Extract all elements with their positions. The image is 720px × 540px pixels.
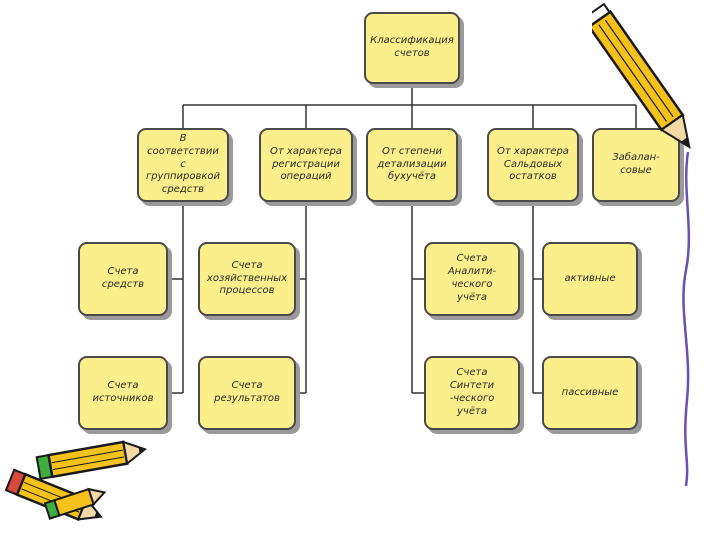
item-funds-accounts: Счета средств xyxy=(78,242,168,316)
item-analytic-accounts: Счета Аналити- ческого учёта xyxy=(424,242,520,316)
category-off-balance: Забалан- совые xyxy=(592,128,680,202)
item-label: пассивные xyxy=(561,386,619,398)
item-active: активные xyxy=(542,242,638,316)
category-label: От характера регистрации операций xyxy=(270,145,342,183)
category-label: От степени детализации бухучёта xyxy=(377,145,447,183)
item-label: Счета хозяйственных процессов xyxy=(206,259,288,297)
item-label: Счета результатов xyxy=(214,380,280,404)
item-label: активные xyxy=(564,272,616,284)
item-process-accounts: Счета хозяйственных процессов xyxy=(198,242,296,316)
item-results-accounts: Счета результатов xyxy=(198,356,296,430)
category-label: Забалан- совые xyxy=(612,152,660,176)
category-grouping: В соответствии с группировкой средств xyxy=(137,128,229,202)
item-synthetic-accounts: Счета Синтети -ческого учёта xyxy=(424,356,520,430)
item-label: Счета Аналити- ческого учёта xyxy=(447,253,497,303)
root-node-label: Классификация счетов xyxy=(370,35,454,59)
item-label: Счета источников xyxy=(92,380,154,404)
category-label: От характера Сальдовых остатков xyxy=(497,145,569,183)
category-detail: От степени детализации бухучёта xyxy=(366,128,458,202)
pencil-icon xyxy=(43,487,107,520)
category-label: В соответствии с группировкой средств xyxy=(145,133,221,196)
item-passive: пассивные xyxy=(542,356,638,430)
root-node: Классификация счетов xyxy=(364,12,460,84)
item-label: Счета Синтети -ческого учёта xyxy=(449,367,495,417)
item-sources-accounts: Счета источников xyxy=(78,356,168,430)
pencil-icon xyxy=(35,440,148,481)
category-registration: От характера регистрации операций xyxy=(259,128,353,202)
category-balances: От характера Сальдовых остатков xyxy=(487,128,579,202)
item-label: Счета средств xyxy=(101,266,145,290)
pencil-icon xyxy=(4,468,103,522)
scribble-icon xyxy=(682,151,691,487)
